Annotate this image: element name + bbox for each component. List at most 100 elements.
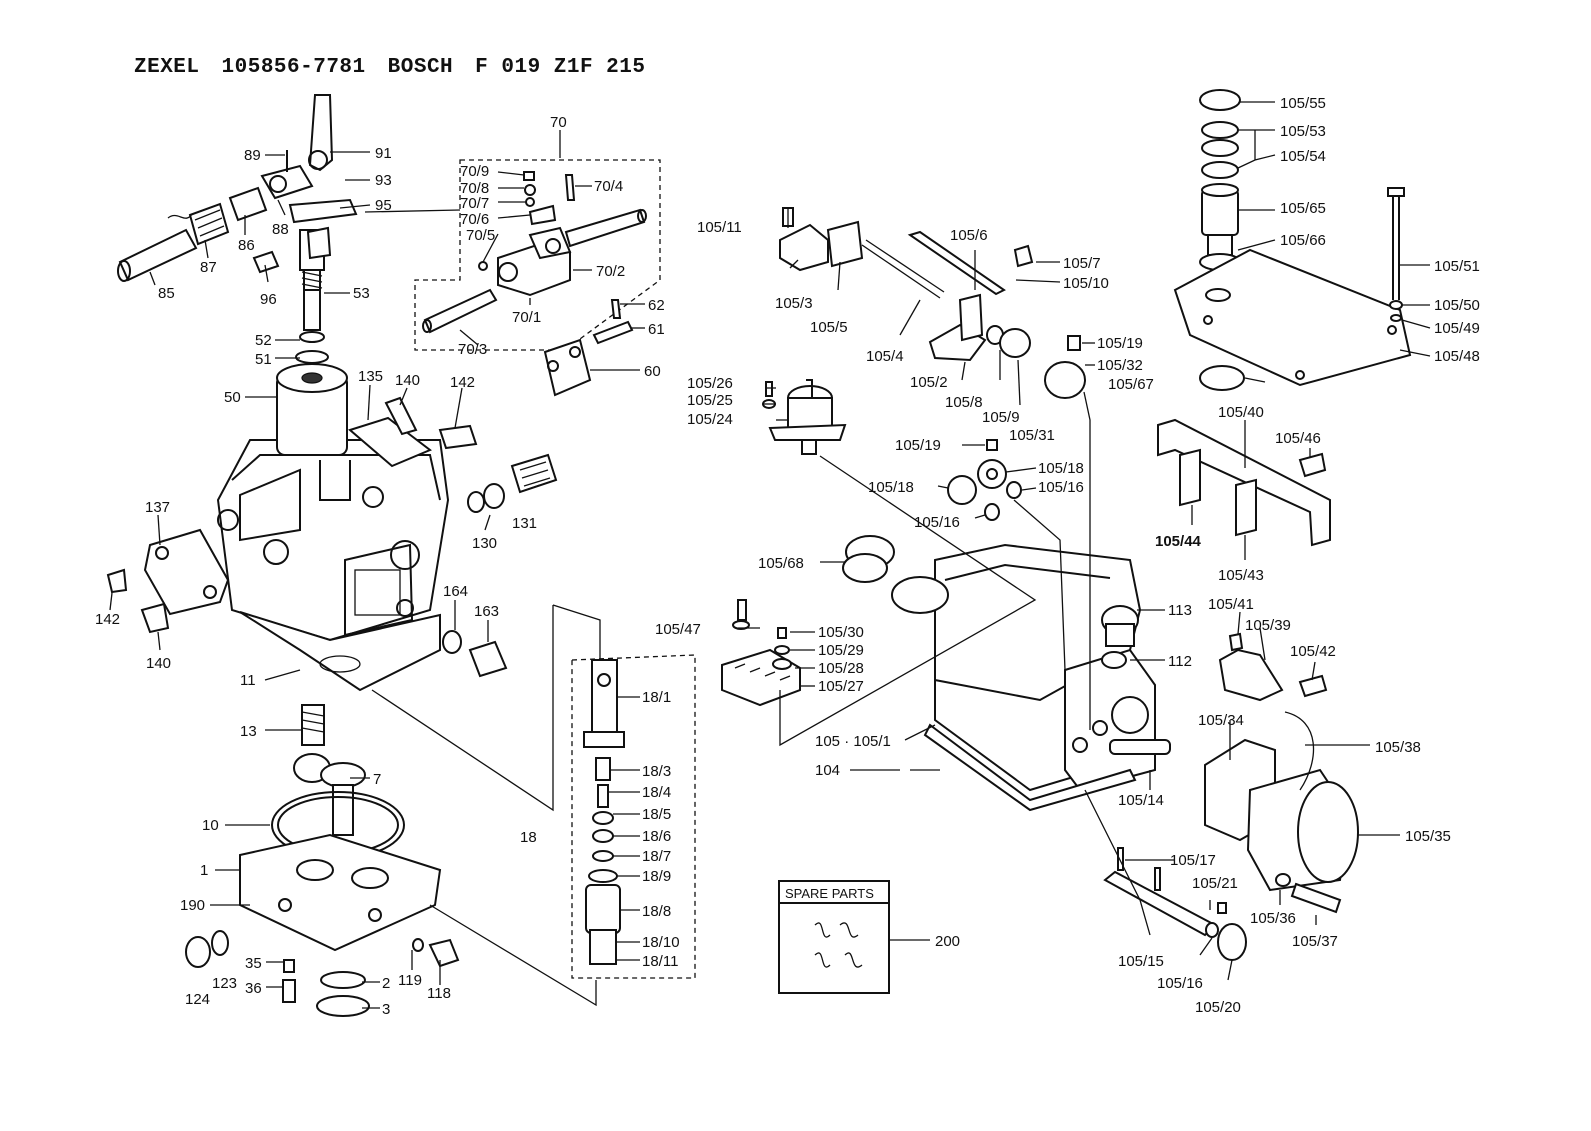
callout-18-10: 18/10 (642, 934, 680, 951)
callout-130: 130 (472, 535, 497, 552)
actuator-105-24 (762, 379, 847, 455)
cover-plate-105-48 (1173, 187, 1412, 391)
callout-140b: 140 (146, 655, 171, 672)
callout-105-67: 105/67 (1108, 376, 1154, 393)
callout-123: 123 (212, 975, 237, 992)
callout-105-41: 105/41 (1208, 596, 1254, 613)
spare-parts-label: SPARE PARTS (785, 886, 874, 901)
governor-sleeve (276, 229, 348, 456)
cover-plate (106, 528, 230, 634)
callout-124: 124 (185, 991, 210, 1008)
callout-87: 87 (200, 259, 217, 276)
callout-140: 140 (395, 372, 420, 389)
callout-105-37: 105/37 (1292, 933, 1338, 950)
callout-18: 18 (520, 829, 537, 846)
callout-105-42: 105/42 (1290, 643, 1336, 660)
callout-96: 96 (260, 291, 277, 308)
callout-119: 119 (398, 972, 422, 989)
callout-105-31: 105/31 (1009, 427, 1055, 444)
callout-105-55: 105/55 (1280, 95, 1326, 112)
lever-assembly (117, 94, 358, 282)
callout-105-19b: 105/19 (895, 437, 941, 454)
maker-label: BOSCH (387, 56, 454, 79)
callout-105-43: 105/43 (1218, 567, 1264, 584)
callout-10: 10 (202, 817, 219, 834)
callout-135: 135 (358, 368, 383, 385)
callout-36: 36 (245, 980, 262, 997)
callout-1: 1 (200, 862, 208, 879)
callout-95: 95 (375, 197, 392, 214)
part-number: 105856-7781 (221, 56, 366, 79)
leader-lines (109, 101, 1431, 1009)
callout-105-49: 105/49 (1434, 320, 1480, 337)
callout-105-18: 105/18 (1038, 460, 1084, 477)
plug-105-68 (842, 535, 895, 583)
callout-88: 88 (272, 221, 289, 238)
drive-gear-stack (185, 704, 460, 1017)
callout-105-39: 105/39 (1245, 617, 1291, 634)
callout-105-54: 105/54 (1280, 148, 1326, 165)
callout-3: 3 (382, 1001, 390, 1018)
callout-105-21: 105/21 (1192, 875, 1238, 892)
bracket-105-40 (1157, 418, 1331, 547)
callout-105-3: 105/3 (775, 295, 813, 312)
callout-105-68: 105/68 (758, 555, 804, 572)
callout-190: 190 (180, 897, 205, 914)
callout-2: 2 (382, 975, 390, 992)
callout-105-2: 105/2 (910, 374, 948, 391)
callout-70: 70 (550, 114, 567, 131)
callout-18-1: 18/1 (642, 689, 671, 706)
callout-105-11: 105/11 (697, 219, 742, 236)
callout-105-14: 105/14 (1118, 792, 1164, 809)
callout-131: 131 (512, 515, 537, 532)
callout-70-1: 70/1 (512, 309, 541, 326)
valve-stack-18 (571, 654, 696, 979)
callout-35: 35 (245, 955, 262, 972)
callout-105-17: 105/17 (1170, 852, 1216, 869)
gears-105-18 (947, 439, 1022, 521)
callout-89: 89 (244, 147, 261, 164)
callout-85: 85 (158, 285, 175, 302)
callout-164: 164 (443, 583, 468, 600)
governor-housing (216, 439, 450, 692)
housing-fittings (347, 396, 558, 513)
callout-91: 91 (375, 145, 392, 162)
callout-200: 200 (935, 933, 960, 950)
solenoid-113 (1101, 605, 1139, 669)
callout-105-26: 105/26 (687, 375, 733, 392)
shaft-105-15 (1103, 847, 1247, 961)
callout-70-2: 70/2 (596, 263, 625, 280)
brand-label: ZEXEL (134, 56, 200, 79)
callout-62: 62 (648, 297, 665, 314)
main-housing-105 (891, 543, 1171, 812)
callout-70-5: 70/5 (466, 227, 495, 244)
callout-163: 163 (474, 603, 499, 620)
callout-105-34: 105/34 (1198, 712, 1244, 729)
callout-53: 53 (353, 285, 370, 302)
callout-105-66: 105/66 (1280, 232, 1326, 249)
callout-18-9: 18/9 (642, 868, 671, 885)
callout-18-4: 18/4 (642, 784, 671, 801)
callout-137: 137 (145, 499, 170, 516)
callout-105-30: 105/30 (818, 624, 864, 641)
callout-105-29: 105/29 (818, 642, 864, 659)
callout-18-3: 18/3 (642, 763, 671, 780)
callout-105-16c: 105/16 (1157, 975, 1203, 992)
callout-105-53: 105/53 (1280, 123, 1326, 140)
callout-105-28: 105/28 (818, 660, 864, 677)
callout-105-40: 105/40 (1218, 404, 1264, 421)
callout-50: 50 (224, 389, 241, 406)
callout-70-4: 70/4 (594, 178, 623, 195)
callout-70-3: 70/3 (458, 341, 487, 358)
callout-105-19: 105/19 (1097, 335, 1143, 352)
callout-93: 93 (375, 172, 392, 189)
callout-105-16b: 105/16 (914, 514, 960, 531)
callout-105-9: 105/9 (982, 409, 1020, 426)
callout-112: 112 (1168, 653, 1192, 670)
motor-105-35 (1204, 711, 1359, 914)
callout-105-8: 105/8 (945, 394, 983, 411)
callout-105-5: 105/5 (810, 319, 848, 336)
callout-105-7: 105/7 (1063, 255, 1101, 272)
callout-105-105-1: 105 · 105/1 (815, 733, 891, 750)
spare-parts-box (778, 880, 890, 994)
